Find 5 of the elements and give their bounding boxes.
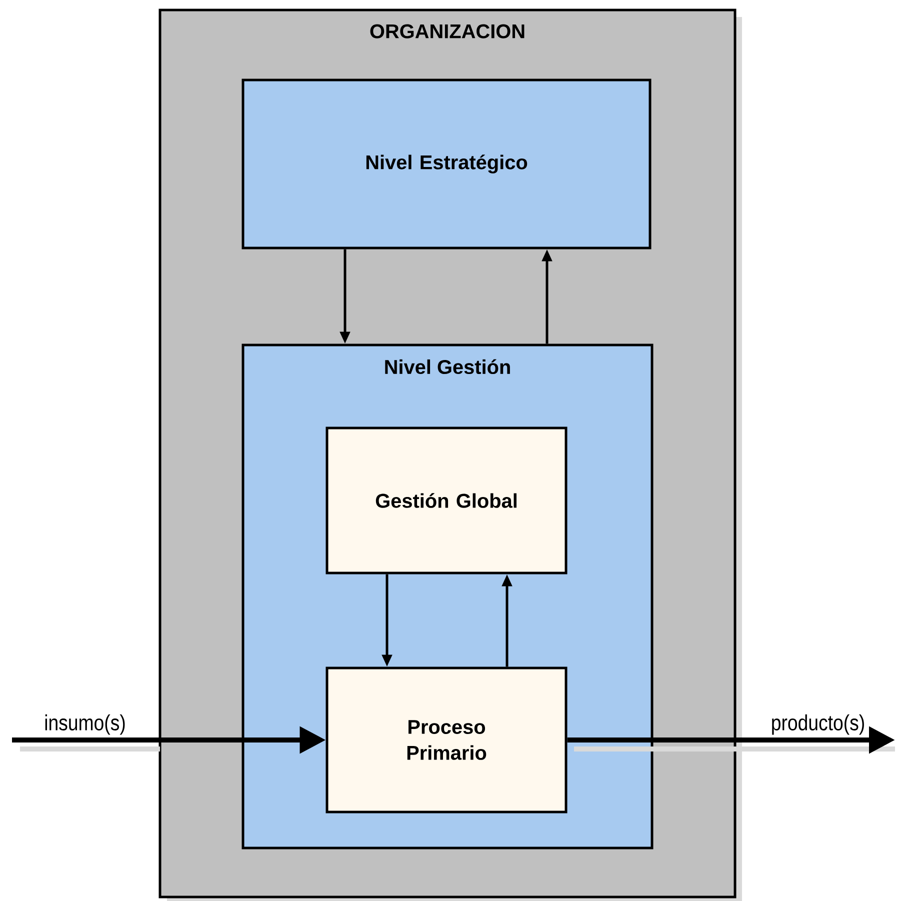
edge-label: insumo(s) xyxy=(45,714,125,735)
process-box: Nivel Estratégico xyxy=(242,78,652,250)
process-box: Gestión Global xyxy=(326,426,568,574)
edge-label: producto(s) xyxy=(772,714,864,735)
process-box: Proceso Primario xyxy=(326,666,568,814)
